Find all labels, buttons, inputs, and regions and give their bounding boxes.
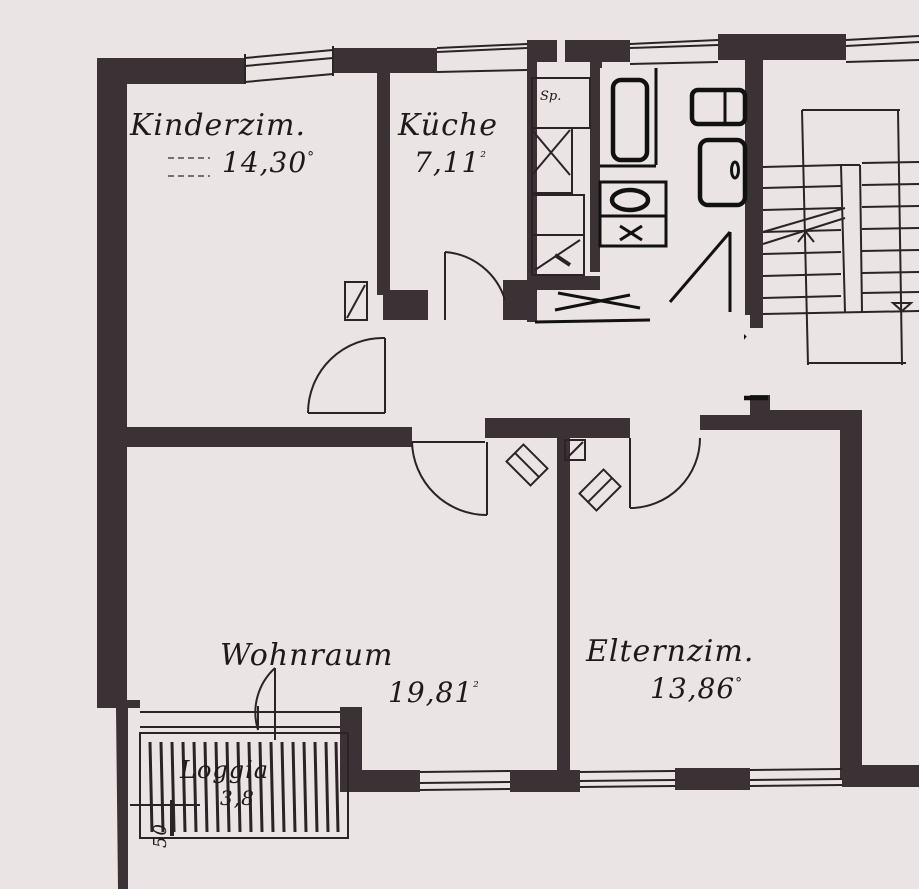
room-area: 3,8 [220,786,255,810]
washbasin-icon [609,187,651,213]
room-area: 13,86 [650,672,736,705]
room-name: Wohnraum [220,638,394,673]
room-name: Kinderzim. [130,108,307,143]
room-label-kueche: Küche [398,108,498,143]
room-label-kinderzimmer: Kinderzim. [130,108,306,143]
unit-mark: ² [480,149,487,166]
room-area-elternzimmer: 13,86° [650,672,743,705]
room-area-loggia: 3,8 [220,786,255,810]
unit-mark: ° [735,675,744,692]
kitchen-fixtures [531,77,591,276]
room-label-elternzimmer: Elternzim. [586,634,754,669]
unit-mark: ° [307,149,316,166]
room-name: Küche [398,108,498,143]
room-area: 19,81 [388,676,474,709]
room-area-wohnraum: 19,81² [388,676,480,709]
room-label-loggia: Loggia [180,756,269,784]
room-name: Elternzim. [586,634,755,669]
radiators [344,281,622,512]
room-name: Loggia [180,756,270,784]
room-area-kinderzimmer: 14,30° [222,146,315,179]
room-area: 7,11 [414,146,481,179]
room-label-wohnraum: Wohnraum [220,638,394,673]
dimension-label: 50 [150,823,171,848]
loggia-railing [130,711,349,839]
doors [254,251,701,740]
storage-label: Sp. [540,89,561,104]
washing-machine-icon [689,87,748,127]
hallway [392,322,744,414]
room-area: 14,30 [222,146,308,179]
walls [97,34,919,889]
staircase-icon [762,109,919,366]
bathtub-icon [610,77,650,163]
toilet-icon [697,137,748,208]
unit-mark: ² [473,679,480,696]
room-area-kueche: 7,11² [414,146,487,179]
dimension-value: 50 [150,823,171,848]
